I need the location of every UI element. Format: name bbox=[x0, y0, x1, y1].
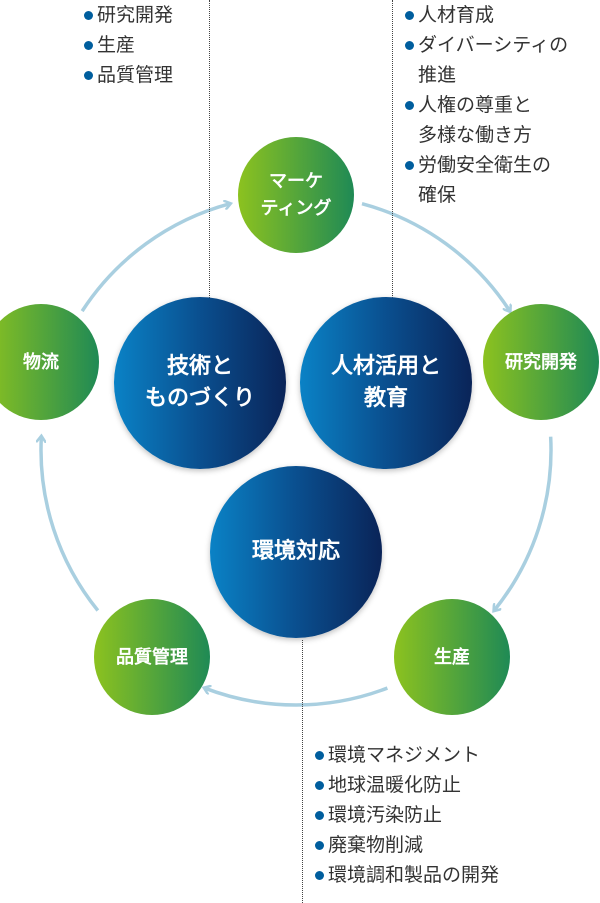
cycle-arrow bbox=[80, 204, 230, 313]
core-people: 人材活用と 教育 bbox=[300, 297, 472, 469]
core-environment: 環境対応 bbox=[210, 466, 382, 638]
technology-list: 研究開発生産品質管理 bbox=[84, 0, 173, 90]
cycle-arrow bbox=[41, 437, 100, 612]
cycle-arrow bbox=[205, 688, 389, 707]
core-technology: 技術と ものづくり bbox=[114, 297, 286, 469]
divider-environment bbox=[302, 640, 303, 903]
list-item: 人材育成 bbox=[405, 0, 568, 30]
cycle-arrow bbox=[361, 201, 510, 311]
people-list: 人材育成ダイバーシティの 推進人権の尊重と 多様な働き方労働安全衛生の 確保 bbox=[405, 0, 568, 210]
list-item: 研究開発 bbox=[84, 0, 173, 30]
list-item: 環境マネジメント bbox=[315, 740, 499, 770]
list-item: 人権の尊重と 多様な働き方 bbox=[405, 90, 568, 150]
divider-people bbox=[392, 0, 393, 300]
cycle-logistics: 物流 bbox=[0, 304, 99, 420]
list-item: 廃棄物削減 bbox=[315, 830, 499, 860]
list-item: 生産 bbox=[84, 30, 173, 60]
list-item: 地球温暖化防止 bbox=[315, 770, 499, 800]
cycle-rnd: 研究開発 bbox=[483, 304, 599, 420]
list-item: 環境汚染防止 bbox=[315, 800, 499, 830]
list-item: 環境調和製品の開発 bbox=[315, 860, 499, 890]
cycle-quality: 品質管理 bbox=[94, 599, 210, 715]
environment-list: 環境マネジメント地球温暖化防止環境汚染防止廃棄物削減環境調和製品の開発 bbox=[315, 740, 499, 890]
cycle-production: 生産 bbox=[394, 599, 510, 715]
divider-technology bbox=[209, 0, 210, 300]
list-item: 品質管理 bbox=[84, 60, 173, 90]
list-item: 労働安全衛生の 確保 bbox=[405, 150, 568, 210]
list-item: ダイバーシティの 推進 bbox=[405, 30, 568, 90]
cycle-marketing: マーケ ティング bbox=[238, 137, 354, 253]
cycle-arrow bbox=[494, 436, 553, 611]
